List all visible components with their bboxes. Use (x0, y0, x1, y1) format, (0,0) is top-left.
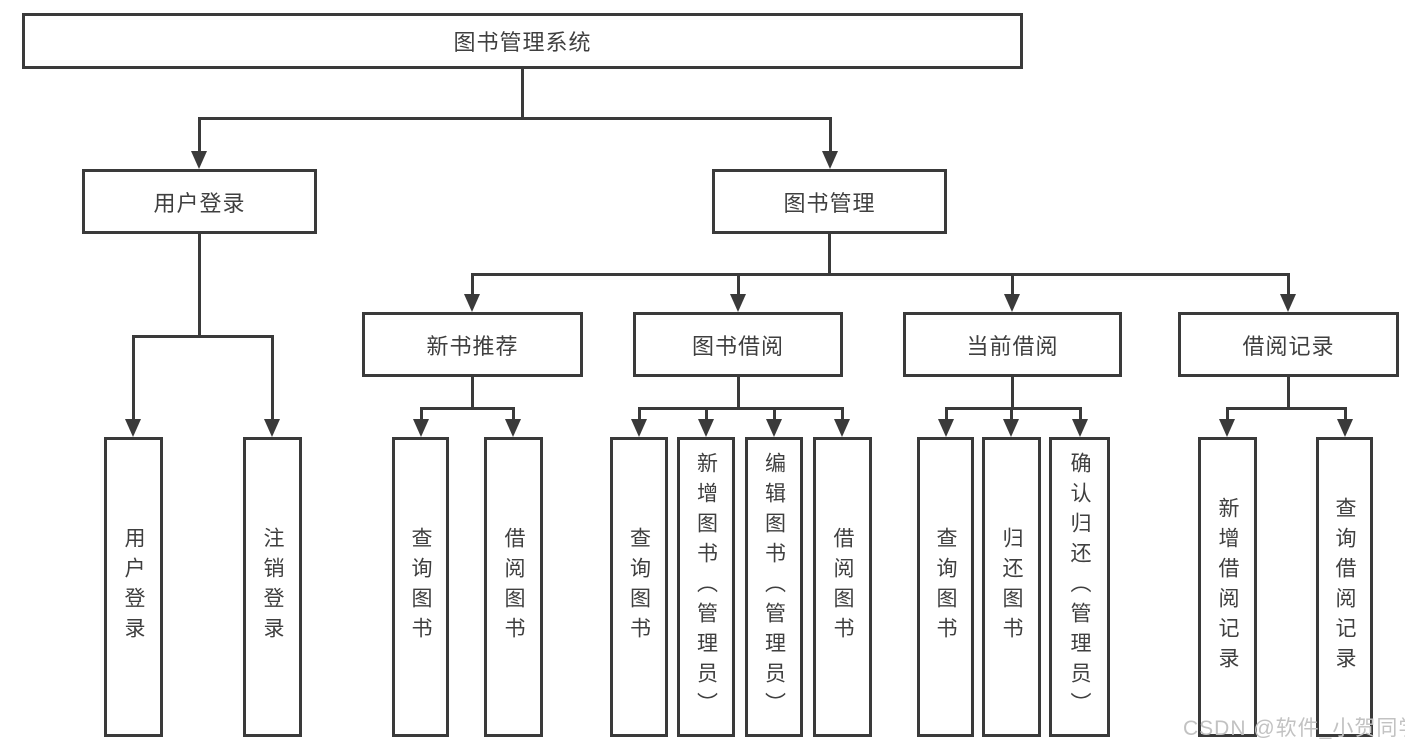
leaf-current-query-books: 查询图书 (917, 437, 974, 737)
node-label: 借阅记录 (1242, 333, 1335, 359)
leaf-borrowing-borrow-books: 借阅图书 (813, 437, 872, 737)
connector-user-login-bar (131, 335, 274, 338)
arrow-down-icon (1004, 294, 1020, 312)
node-book-borrowing: 图书借阅 (633, 312, 843, 377)
node-library-management-system: 图书管理系统 (22, 13, 1023, 69)
connector-root-drop-left (197, 120, 201, 153)
connector-book-mgmt-stem (827, 234, 831, 276)
connector-drop (1286, 276, 1290, 296)
connector-bar (637, 407, 844, 410)
leaf-recommend-borrow-books: 借阅图书 (484, 437, 543, 737)
node-new-book-recommend: 新书推荐 (362, 312, 583, 377)
node-label: 图书管理系统 (453, 30, 592, 55)
arrow-down-icon (264, 419, 280, 437)
node-label: 用户登录 (153, 190, 246, 216)
arrow-down-icon (413, 419, 429, 437)
csdn-watermark: CSDN @软件_小贺同学 (1183, 717, 1405, 740)
node-label: 借阅图书 (831, 527, 854, 647)
node-label: 注销登录 (261, 527, 284, 647)
connector-bar (944, 407, 1082, 410)
connector-drop (1225, 410, 1229, 422)
node-label: 借阅图书 (502, 527, 525, 647)
connector-drop (470, 276, 474, 296)
leaf-edit-books-admin: 编辑图书（管理员） (745, 437, 803, 737)
connector-drop (1078, 410, 1082, 422)
node-label: 查询图书 (409, 527, 432, 647)
connector-drop (1343, 410, 1347, 422)
node-label: 查询借阅记录 (1333, 497, 1356, 677)
connector-root-stem (520, 69, 524, 117)
connector-bar (419, 407, 515, 410)
arrow-down-icon (822, 151, 838, 169)
connector-drop (511, 410, 515, 422)
connector-drop (840, 410, 844, 422)
connector-drop (704, 410, 708, 422)
arrow-down-icon (766, 419, 782, 437)
arrow-down-icon (1280, 294, 1296, 312)
connector-drop (772, 410, 776, 422)
connector-drop (131, 338, 135, 421)
node-label: 新增借阅记录 (1216, 497, 1239, 677)
arrow-down-icon (1219, 419, 1235, 437)
connector-drop (270, 338, 274, 421)
arrow-down-icon (505, 419, 521, 437)
arrow-down-icon (1003, 419, 1019, 437)
node-label: 图书管理 (783, 190, 876, 216)
node-book-management: 图书管理 (712, 169, 947, 234)
node-label: 用户登录 (122, 527, 145, 647)
node-label: 确认归还（管理员） (1068, 452, 1091, 722)
arrow-down-icon (464, 294, 480, 312)
arrow-down-icon (730, 294, 746, 312)
connector-drop (736, 276, 740, 296)
node-current-borrowing: 当前借阅 (903, 312, 1122, 377)
arrow-down-icon (834, 419, 850, 437)
leaf-borrowing-query-books: 查询图书 (610, 437, 668, 737)
connector-user-login-stem (197, 234, 201, 335)
node-label: 图书借阅 (691, 333, 784, 359)
node-label: 新书推荐 (426, 333, 519, 359)
connector-stem (1286, 377, 1290, 409)
connector-stem (470, 377, 474, 409)
arrow-down-icon (698, 419, 714, 437)
connector-drop (637, 410, 641, 422)
arrow-down-icon (1337, 419, 1353, 437)
connector-book-mgmt-bar (470, 273, 1290, 276)
connector-drop (1010, 276, 1014, 296)
node-label: 查询图书 (627, 527, 651, 647)
connector-stem (1010, 377, 1014, 409)
connector-stem (736, 377, 740, 409)
node-label: 查询图书 (934, 527, 957, 647)
arrow-down-icon (631, 419, 647, 437)
connector-root-drop-right (828, 120, 832, 153)
node-label: 新增图书（管理员） (694, 452, 718, 722)
leaf-user-login: 用户登录 (104, 437, 163, 737)
leaf-add-borrow-record: 新增借阅记录 (1198, 437, 1257, 737)
leaf-return-books: 归还图书 (982, 437, 1041, 737)
node-user-login: 用户登录 (82, 169, 317, 234)
node-label: 编辑图书（管理员） (762, 452, 786, 722)
leaf-recommend-query-books: 查询图书 (392, 437, 449, 737)
leaf-confirm-return-admin: 确认归还（管理员） (1049, 437, 1110, 737)
node-borrowing-records: 借阅记录 (1178, 312, 1399, 377)
arrow-down-icon (938, 419, 954, 437)
leaf-add-books-admin: 新增图书（管理员） (677, 437, 735, 737)
connector-bar (1225, 407, 1347, 410)
connector-drop (944, 410, 948, 422)
arrow-down-icon (191, 151, 207, 169)
leaf-query-borrow-record: 查询借阅记录 (1316, 437, 1373, 737)
arrow-down-icon (125, 419, 141, 437)
connector-root-bar (197, 117, 832, 120)
arrow-down-icon (1072, 419, 1088, 437)
connector-drop (419, 410, 423, 422)
connector-drop (1009, 410, 1013, 422)
node-label: 归还图书 (1000, 527, 1023, 647)
node-label: 当前借阅 (966, 333, 1059, 359)
leaf-logout: 注销登录 (243, 437, 302, 737)
